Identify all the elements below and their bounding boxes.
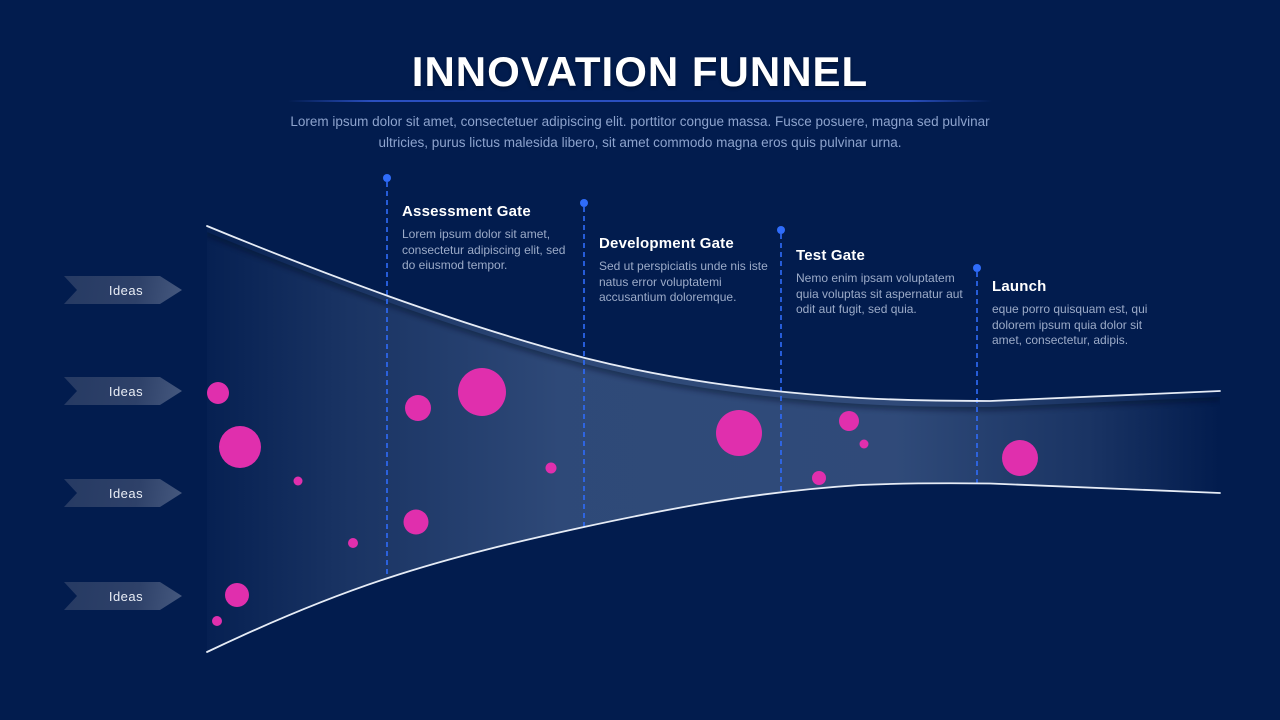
idea-tag-label: Ideas bbox=[108, 282, 144, 298]
stage-description: eque porro quisquam est, qui dolorem ips… bbox=[992, 302, 1148, 347]
idea-bubble bbox=[225, 583, 249, 607]
page-title: INNOVATION FUNNEL bbox=[411, 48, 869, 95]
idea-bubble bbox=[219, 426, 261, 468]
idea-tag: Ideas bbox=[64, 377, 182, 405]
stage-description: Sed ut perspiciatis unde nis iste natus … bbox=[599, 259, 768, 304]
gate-dot bbox=[973, 264, 981, 272]
idea-bubble bbox=[293, 476, 303, 486]
idea-bubble bbox=[348, 538, 358, 548]
funnel-shape bbox=[207, 226, 1220, 652]
idea-tag-label: Ideas bbox=[108, 383, 144, 399]
idea-tag: Ideas bbox=[64, 582, 182, 610]
funnel-bottom-edge bbox=[206, 482, 1221, 653]
idea-tag: Ideas bbox=[64, 479, 182, 507]
idea-bubble bbox=[545, 462, 557, 474]
idea-bubble bbox=[212, 616, 222, 626]
gate-dot bbox=[777, 226, 785, 234]
idea-bubble bbox=[859, 439, 869, 449]
idea-bubble bbox=[716, 410, 762, 456]
stage-block: Launch eque porro quisquam est, qui dolor… bbox=[992, 278, 1170, 349]
stage-title: Launch bbox=[992, 278, 1047, 295]
gate-dot bbox=[580, 199, 588, 207]
stage-title: Assessment Gate bbox=[402, 203, 531, 220]
idea-bubble bbox=[458, 368, 506, 416]
stage-description: Lorem ipsum dolor sit amet, consectetur … bbox=[402, 227, 566, 272]
idea-tag-label: Ideas bbox=[108, 485, 144, 501]
idea-tag: Ideas bbox=[64, 276, 182, 304]
stage-title: Development Gate bbox=[599, 235, 734, 252]
gate-dot bbox=[383, 174, 391, 182]
idea-bubble bbox=[1002, 440, 1038, 476]
idea-bubble bbox=[405, 395, 431, 421]
title-underline bbox=[288, 100, 992, 102]
slide-subtitle: Lorem ipsum dolor sit amet, consectetuer… bbox=[290, 114, 990, 150]
funnel-top-edge bbox=[206, 225, 1221, 402]
stage-title: Test Gate bbox=[796, 247, 866, 264]
stage-description: Nemo enim ipsam voluptatem quia voluptas… bbox=[796, 271, 963, 316]
idea-bubble bbox=[207, 382, 229, 404]
idea-tag-label: Ideas bbox=[108, 588, 144, 604]
idea-bubble bbox=[403, 509, 429, 535]
idea-bubble bbox=[839, 411, 859, 431]
idea-bubble bbox=[812, 471, 826, 485]
